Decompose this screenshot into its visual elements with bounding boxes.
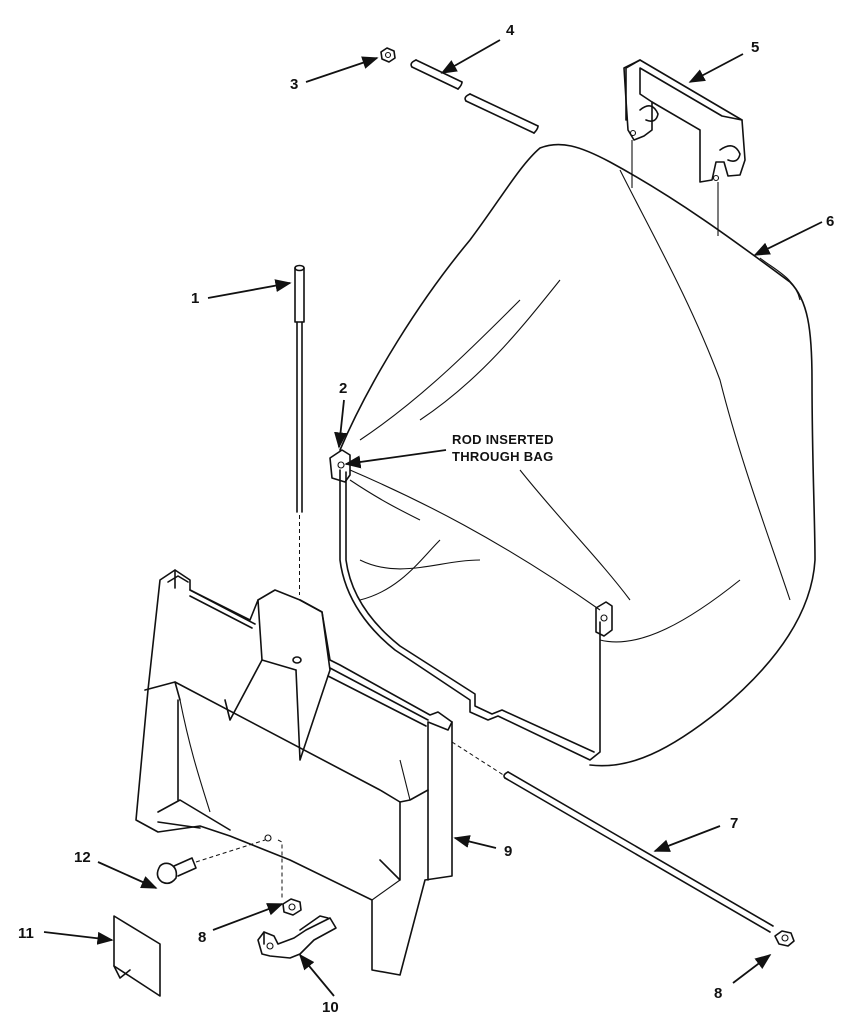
nut-part-8-right	[774, 930, 795, 947]
frame-clip-part-2	[329, 449, 613, 637]
callout-8-right: 8	[714, 985, 722, 1002]
callout-9: 9	[504, 843, 512, 860]
callout-4: 4	[506, 22, 515, 39]
callout-5: 5	[751, 39, 759, 56]
rod-part-7	[451, 741, 774, 933]
rod-part-4	[410, 59, 539, 134]
callout-2: 2	[339, 380, 347, 397]
callout-12: 12	[74, 849, 91, 866]
callout-6: 6	[826, 213, 834, 230]
callout-11: 11	[18, 925, 34, 942]
nut-part-8-left	[282, 898, 302, 916]
chute-housing-part-9	[135, 569, 453, 976]
label-part-11	[113, 915, 161, 997]
note-line-1: ROD INSERTED	[452, 432, 554, 447]
nut-part-3	[380, 47, 396, 63]
bag-frame	[339, 469, 601, 761]
rod-part-1	[294, 264, 305, 595]
leader-lines	[43, 39, 823, 997]
rod-note: ROD INSERTED THROUGH BAG	[452, 432, 554, 464]
fastener-centerline	[277, 839, 283, 900]
hanger-bracket-part-5	[623, 59, 746, 236]
callout-8-left: 8	[198, 929, 206, 946]
latch-part-10	[257, 915, 337, 959]
bolt-part-12	[156, 834, 272, 885]
callout-7: 7	[730, 815, 738, 832]
callout-labels: 3 4 5 6 1 2 7 9 12 8 11 10 8	[18, 22, 834, 1016]
callout-3: 3	[290, 76, 298, 93]
callout-10: 10	[322, 999, 339, 1016]
grass-bag-part-6	[339, 143, 816, 767]
note-line-2: THROUGH BAG	[452, 449, 554, 464]
callout-1: 1	[191, 290, 199, 307]
